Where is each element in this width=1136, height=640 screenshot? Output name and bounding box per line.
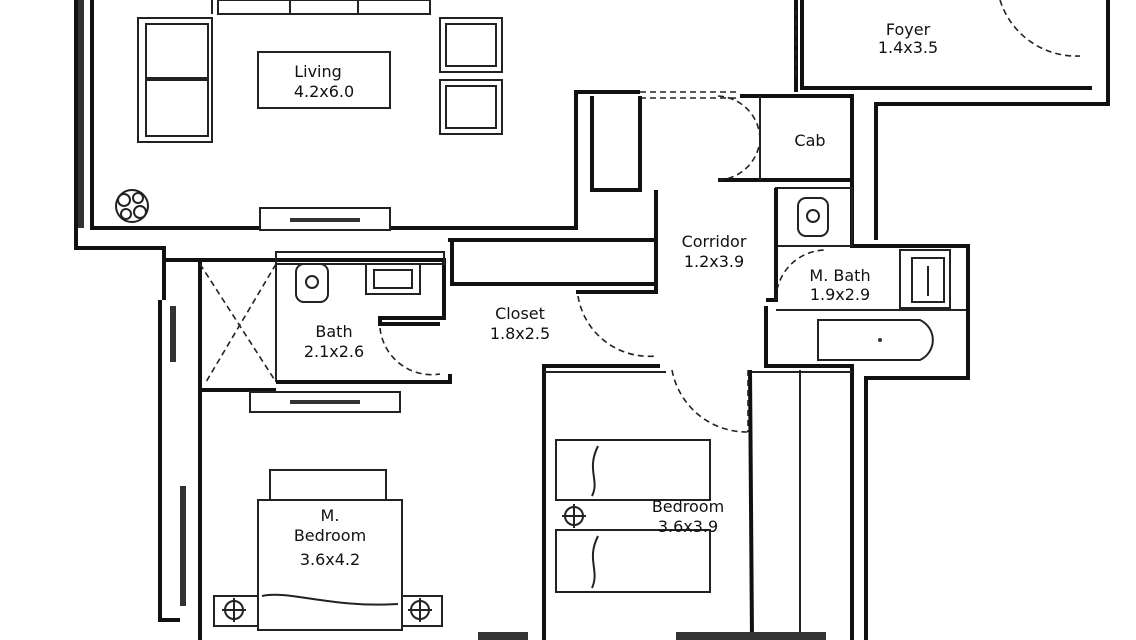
living-window [76,0,84,228]
foyer-name: Foyer [886,20,931,39]
corridor-size: 1.2x3.9 [684,252,744,271]
plant-icon [115,189,149,223]
furniture [115,0,945,640]
foyer-size: 1.4x3.5 [878,38,938,57]
master-bedroom-name-line1: M. [321,506,340,525]
master-bath-size: 1.9x2.9 [810,285,870,304]
bath-size: 2.1x2.6 [304,342,364,361]
master-bath-name: M. Bath [809,266,870,285]
cab-name: Cab [794,131,825,150]
doors [199,0,1081,433]
closet-size: 1.8x2.5 [490,324,550,343]
living-size: 4.2x6.0 [294,82,354,101]
living-label-box [257,51,391,109]
bedroom-name: Bedroom [652,497,724,516]
master-bedroom-size: 3.6x4.2 [300,550,360,569]
lamp-icon [562,504,586,528]
lamp-icon [408,598,432,622]
bedroom-size: 3.6x3.9 [658,517,718,536]
room-labels: Living 4.2x6.0 Foyer 1.4x3.5 Cab Corrido… [294,20,938,569]
corridor-name: Corridor [682,232,747,251]
closet-name: Closet [495,304,545,323]
bedroom-window-1 [170,306,176,362]
lamp-icon [222,598,246,622]
bedroom-window-2 [180,486,186,606]
master-bedroom-name-line2: Bedroom [294,526,366,545]
bath-name: Bath [315,322,352,341]
walls [74,0,1110,640]
living-name: Living [294,62,342,81]
